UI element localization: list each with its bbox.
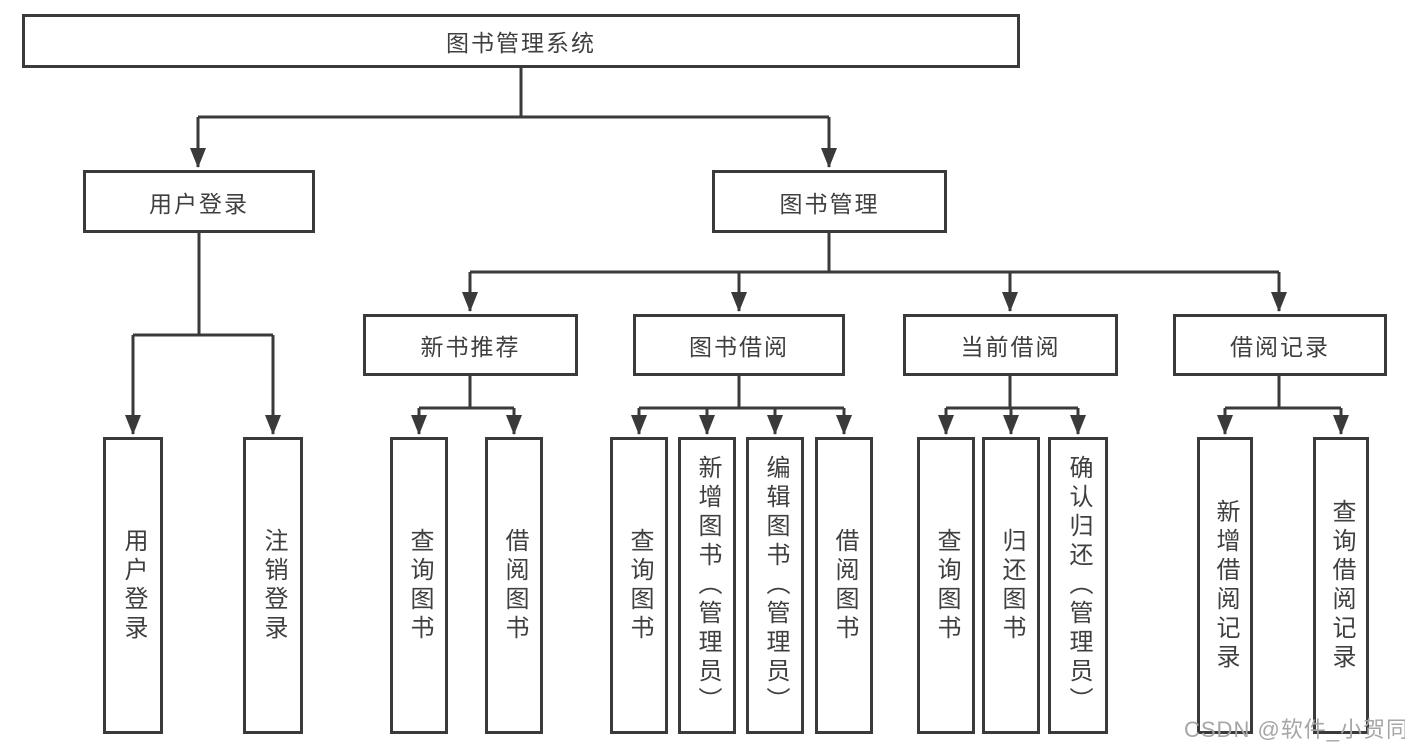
leaf-br-add-record-label: 新增借阅记录 (1212, 498, 1239, 673)
node-book-borrow: 图书借阅 (633, 314, 845, 376)
leaf-user-login-label: 用户登录 (120, 527, 147, 644)
leaf-nb-borrow-book: 借阅图书 (485, 437, 543, 734)
leaf-bb-query-book-label: 查询图书 (626, 527, 653, 644)
leaf-logout-label: 注销登录 (260, 527, 287, 644)
leaf-bb-add-book-admin: 新增图书（管理员） (678, 437, 736, 734)
leaf-br-query-record: 查询借阅记录 (1313, 437, 1369, 734)
connector-root-split (198, 68, 829, 119)
node-current-borrow-label: 当前借阅 (960, 334, 1061, 360)
node-current-borrow: 当前借阅 (903, 314, 1118, 376)
leaf-user-login: 用户登录 (103, 437, 163, 734)
leaf-bb-borrow-book-label: 借阅图书 (831, 527, 858, 644)
csdn-watermark: CSDN @软件_小贺同学 (1184, 717, 1405, 742)
leaf-cb-return-book: 归还图书 (982, 437, 1040, 734)
leaf-br-add-record: 新增借阅记录 (1197, 437, 1253, 734)
leaf-bb-edit-book-admin: 编辑图书（管理员） (746, 437, 804, 734)
leaf-cb-confirm-return-admin-label: 确认归还（管理员） (1065, 455, 1092, 716)
leaf-cb-query-book: 查询图书 (917, 437, 975, 734)
leaf-nb-query-book: 查询图书 (390, 437, 448, 734)
leaf-bb-add-book-admin-label: 新增图书（管理员） (694, 455, 721, 716)
node-library-system: 图书管理系统 (22, 14, 1020, 68)
connector-current-borrow-split (946, 376, 1078, 410)
connector-borrow-record-split (1225, 376, 1341, 410)
node-borrow-record: 借阅记录 (1173, 314, 1387, 376)
leaf-nb-query-book-label: 查询图书 (406, 527, 433, 644)
node-new-book-recommend-label: 新书推荐 (420, 334, 521, 360)
leaf-bb-borrow-book: 借阅图书 (815, 437, 873, 734)
node-user-login: 用户登录 (83, 170, 315, 233)
node-user-login-label: 用户登录 (149, 190, 249, 217)
node-new-book-recommend: 新书推荐 (363, 314, 578, 376)
connector-user-login-split (133, 233, 273, 337)
leaf-nb-borrow-book-label: 借阅图书 (501, 527, 528, 644)
leaf-bb-query-book: 查询图书 (610, 437, 668, 734)
node-borrow-record-label: 借阅记录 (1230, 334, 1330, 360)
node-library-system-label: 图书管理系统 (446, 30, 596, 56)
node-book-management: 图书管理 (712, 170, 947, 233)
leaf-logout: 注销登录 (243, 437, 303, 734)
leaf-cb-return-book-label: 归还图书 (998, 527, 1025, 644)
connector-new-book-split (419, 376, 514, 410)
leaf-br-query-record-label: 查询借阅记录 (1328, 498, 1355, 673)
node-book-borrow-label: 图书借阅 (689, 334, 789, 360)
leaf-cb-query-book-label: 查询图书 (933, 527, 960, 644)
connector-book-borrow-split (639, 376, 844, 410)
leaf-bb-edit-book-admin-label: 编辑图书（管理员） (762, 455, 789, 716)
node-book-management-label: 图书管理 (779, 190, 880, 217)
connector-book-mgmt-split (470, 233, 1279, 274)
leaf-cb-confirm-return-admin: 确认归还（管理员） (1048, 437, 1108, 734)
